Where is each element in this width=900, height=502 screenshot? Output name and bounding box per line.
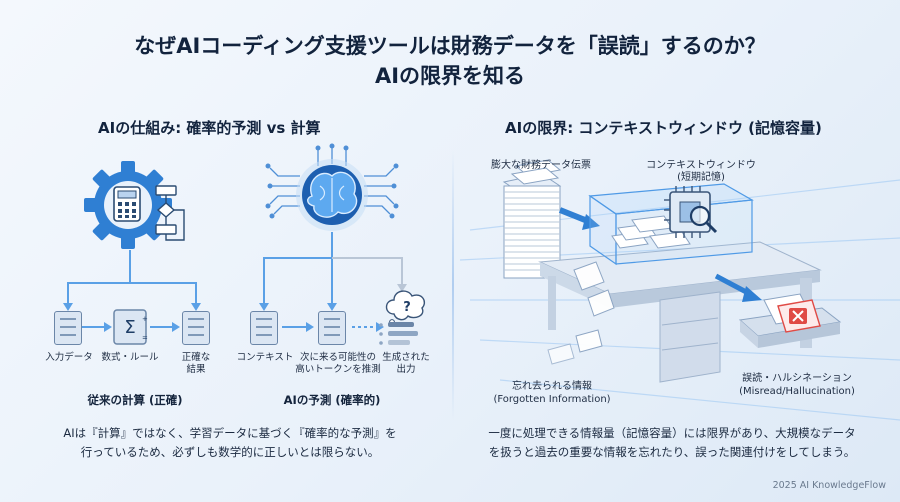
ai-caption: AIの予測 (確率的): [283, 393, 381, 407]
token-doc-icon: [318, 311, 346, 345]
forgotten-label-line2: (Forgotten Information): [493, 394, 611, 405]
label-token-line1: 次に来る可能性の: [299, 352, 376, 363]
context-window-label-line1: コンテキストウィンドウ: [646, 160, 756, 171]
svg-text:+: +: [142, 315, 148, 323]
left-heading: AIの仕組み: 確率的予測 vs 計算: [98, 119, 321, 137]
right-description-line2: を扱うと過去の重要な情報を忘れたり、誤った関連付けをしてしまう。: [488, 445, 856, 459]
misread-label-line2: (Misread/Hallucination): [739, 386, 855, 397]
footer-credit: 2025 AI KnowledgeFlow: [772, 480, 886, 491]
context-doc-icon: [250, 311, 278, 345]
memory-chip-icon: [664, 186, 718, 238]
label-context: コンテキスト: [236, 352, 294, 363]
gear-icon: [84, 161, 172, 249]
result-doc-icon: [182, 311, 210, 345]
question-cloud-icon: ?: [385, 290, 426, 325]
svg-text:Σ: Σ: [124, 317, 135, 338]
forgotten-papers: [547, 261, 615, 365]
misread-label-line1: 誤読・ハルシネーション: [742, 373, 852, 384]
svg-text:?: ?: [403, 300, 411, 315]
formula-icon: Σ + =: [113, 309, 148, 345]
left-description-line1: AIは『計算』ではなく、学習データに基づく『確率的な予測』を: [63, 426, 397, 440]
label-input-data: 入力データ: [45, 352, 93, 363]
brain-icon: [296, 159, 368, 231]
context-window-label-line2: (短期記憶): [677, 172, 725, 183]
label-accurate: 正確な: [181, 352, 211, 363]
left-description-line2: 行っているため、必ずしも数学的に正しいとは限らない。: [80, 445, 380, 459]
label-result: 結果: [186, 364, 206, 375]
error-tray: [738, 293, 842, 348]
paper-stack: [502, 159, 562, 279]
label-output-line1: 生成された: [382, 352, 430, 363]
right-description-line1: 一度に処理できる情報量（記憶容量）には限界があり、大規模なデータ: [488, 426, 856, 440]
right-heading: AIの限界: コンテキストウィンドウ (記憶容量): [505, 119, 822, 137]
traditional-caption: 従来の計算 (正確): [87, 393, 183, 407]
label-token-line2: 高いトークンを推測: [295, 364, 381, 375]
label-formula: 数式・ルール: [101, 352, 159, 363]
circuit-lines: [269, 148, 395, 215]
error-x-icon: [789, 308, 807, 324]
label-output-line2: 出力: [396, 364, 416, 375]
papers-in-window: [611, 215, 691, 249]
flowchart-icon: [155, 185, 185, 241]
output-bars: [379, 322, 418, 345]
forgotten-label-line1: 忘れ去られる情報: [512, 381, 592, 392]
section-divider: [452, 150, 454, 420]
svg-text:=: =: [142, 334, 148, 342]
input-data-doc-icon: [54, 311, 82, 345]
page-subtitle: AIの限界を知る: [374, 64, 526, 88]
page-title: なぜAIコーディング支援ツールは財務データを「誤読」するのか？: [134, 34, 766, 58]
paper-stack-label: 膨大な財務データ伝票: [491, 160, 591, 171]
